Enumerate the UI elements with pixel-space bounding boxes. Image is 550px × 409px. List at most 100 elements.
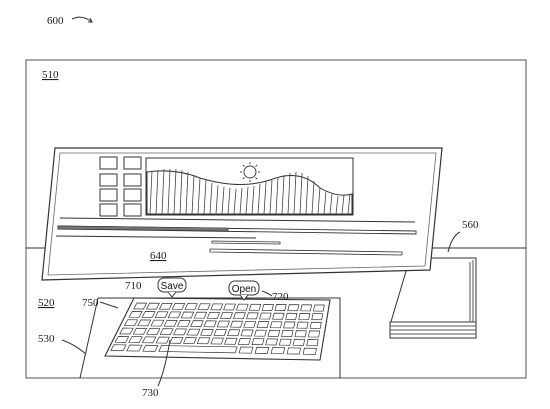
keyboard-key[interactable]	[123, 319, 139, 327]
keyboard-key[interactable]	[163, 319, 178, 327]
label-520: 520	[38, 297, 55, 309]
keyboard-key[interactable]	[307, 330, 321, 338]
keyboard-key[interactable]	[186, 328, 201, 336]
keyboard-key[interactable]	[133, 302, 148, 310]
keyboard-key[interactable]	[254, 346, 270, 354]
keyboard-key[interactable]	[298, 313, 311, 320]
keyboard-key[interactable]	[274, 304, 287, 311]
keyboard-key[interactable]	[248, 303, 262, 311]
open-callout[interactable]: Open	[228, 280, 260, 301]
keyboard-key[interactable]	[311, 313, 324, 321]
keyboard-key[interactable]	[300, 304, 313, 312]
keyboard-key[interactable]	[196, 337, 211, 345]
keyboard-key[interactable]	[237, 338, 251, 345]
keyboard-key[interactable]	[197, 303, 211, 311]
keyboard-key[interactable]	[230, 320, 244, 328]
keyboard-key[interactable]	[137, 319, 152, 327]
keyboard-key[interactable]	[309, 321, 322, 329]
keyboard-key[interactable]	[146, 328, 161, 335]
label-720: 720	[272, 291, 289, 303]
keyboard-key[interactable]	[219, 312, 233, 319]
sun-icon	[240, 162, 260, 182]
keyboard-key[interactable]	[169, 336, 184, 344]
label-530: 530	[38, 333, 55, 345]
display-line-2	[55, 235, 257, 239]
keyboard-key[interactable]	[232, 312, 246, 320]
keyboard-key[interactable]	[193, 311, 208, 319]
keyboard-key[interactable]	[158, 302, 173, 310]
keyboard-key[interactable]	[235, 303, 249, 311]
keyboard-key[interactable]	[216, 320, 230, 328]
keyboard-key[interactable]	[213, 329, 227, 336]
keyboard-key[interactable]	[267, 329, 281, 337]
leader-720	[261, 290, 273, 297]
keyboard-key[interactable]	[203, 320, 217, 328]
display-line-3	[211, 240, 281, 245]
keyboard-key[interactable]	[283, 321, 296, 329]
keyboard-key[interactable]	[294, 330, 307, 338]
label-510: 510	[42, 69, 59, 81]
keyboard-key[interactable]	[200, 328, 214, 336]
keyboard-key[interactable]	[119, 327, 134, 335]
keyboard-key[interactable]	[126, 344, 143, 352]
keyboard-key[interactable]	[313, 304, 325, 312]
open-button-label: Open	[232, 284, 256, 295]
keyboard-key[interactable]	[243, 320, 257, 328]
keyboard-key[interactable]	[142, 344, 159, 352]
keyboard-key[interactable]	[154, 311, 169, 319]
save-callout[interactable]: Save	[157, 277, 187, 298]
keyboard-key[interactable]	[141, 336, 157, 344]
keyboard-key[interactable]	[261, 304, 274, 311]
keyboard-key[interactable]	[286, 347, 301, 355]
icon-grid	[99, 156, 142, 217]
label-710: 710	[125, 280, 142, 292]
object-stack	[389, 257, 477, 339]
keyboard-key[interactable]	[227, 329, 241, 337]
keyboard-key[interactable]	[173, 328, 187, 336]
keyboard-key[interactable]	[285, 312, 298, 320]
keyboard-key[interactable]	[114, 336, 130, 343]
keyboard-key[interactable]	[223, 303, 236, 311]
keyboard-key[interactable]	[180, 311, 195, 319]
keyboard-key[interactable]	[278, 338, 292, 346]
keyboard-key[interactable]	[158, 345, 238, 354]
keyboard-key[interactable]	[110, 344, 127, 352]
keyboard-key[interactable]	[272, 312, 285, 320]
keyboard-key[interactable]	[302, 347, 317, 355]
keyboard-key[interactable]	[190, 320, 204, 328]
keyboard-key[interactable]	[171, 303, 186, 310]
keyboard-key[interactable]	[281, 330, 294, 337]
display-line-1	[59, 217, 416, 223]
keyboard-key[interactable]	[306, 339, 319, 347]
keyboard-key[interactable]	[128, 310, 143, 318]
keyboard-key[interactable]	[265, 338, 279, 346]
keyboard-key[interactable]	[238, 346, 254, 354]
keyboard-key[interactable]	[270, 347, 286, 355]
keyboard-key[interactable]	[210, 303, 224, 311]
keyboard-key[interactable]	[254, 329, 267, 337]
keyboard-key[interactable]	[251, 338, 265, 346]
keyboard-key[interactable]	[296, 321, 309, 329]
keyboard-key[interactable]	[269, 321, 283, 329]
keyboard-key[interactable]	[150, 319, 165, 327]
keyboard-key[interactable]	[206, 311, 221, 319]
keyboard-key[interactable]	[159, 328, 174, 336]
keyboard-key[interactable]	[240, 329, 254, 337]
keyboard-key[interactable]	[141, 311, 156, 318]
progress-bar-fill	[57, 225, 229, 232]
keyboard-key[interactable]	[183, 337, 197, 344]
keyboard-key[interactable]	[184, 303, 198, 310]
keyboard-key[interactable]	[224, 337, 238, 345]
keyboard-key[interactable]	[292, 338, 306, 346]
keyboard-key[interactable]	[155, 336, 170, 344]
keyboard-key[interactable]	[145, 302, 160, 310]
keyboard-key[interactable]	[210, 337, 224, 345]
keyboard-key[interactable]	[167, 311, 182, 319]
keyboard-key[interactable]	[176, 320, 191, 327]
keyboard-key[interactable]	[287, 304, 300, 312]
keyboard-key[interactable]	[128, 336, 143, 343]
keyboard-key[interactable]	[256, 321, 270, 328]
keyboard-key[interactable]	[259, 312, 272, 320]
keyboard-key[interactable]	[246, 312, 259, 320]
keyboard-key[interactable]	[132, 327, 148, 335]
